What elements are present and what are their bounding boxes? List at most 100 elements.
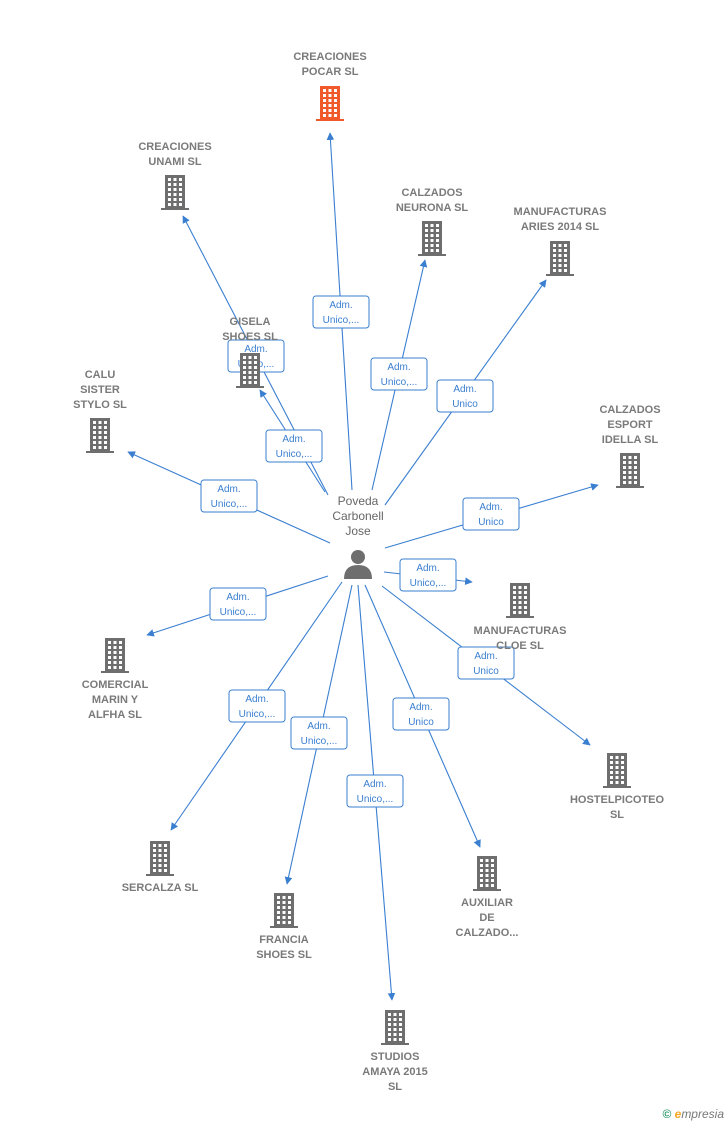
company-node-manufacturas-cloe[interactable]: MANUFACTURAS CLOE SL bbox=[474, 583, 567, 652]
watermark: © empresia bbox=[662, 1107, 724, 1121]
company-label-line: CALZADOS bbox=[599, 404, 660, 416]
company-label-line: HOSTELPICOTEO bbox=[570, 794, 665, 806]
edge-label-box bbox=[290, 716, 348, 750]
building-icon bbox=[146, 841, 174, 876]
building-icon bbox=[616, 453, 644, 488]
building-icon bbox=[418, 221, 446, 256]
edge-label-calzados-neurona[interactable]: Adm. Unico,... bbox=[370, 357, 428, 391]
building-icon bbox=[506, 583, 534, 618]
person-label-line: Jose bbox=[345, 524, 371, 538]
company-label-line: MANUFACTURAS bbox=[514, 206, 607, 218]
edge-label-manufacturas-aries[interactable]: Adm. Unico bbox=[436, 379, 494, 413]
person-icon bbox=[344, 550, 372, 579]
company-node-calu-sister[interactable]: CALU SISTER STYLO SL bbox=[73, 369, 127, 453]
building-icon bbox=[546, 241, 574, 276]
edge-label-box bbox=[200, 479, 258, 513]
edge-label-calu-sister[interactable]: Adm. Unico,... bbox=[200, 479, 258, 513]
company-label-line: ESPORT bbox=[607, 419, 653, 431]
company-label-line: SERCALZA SL bbox=[122, 882, 199, 894]
company-node-sercalza[interactable]: SERCALZA SL bbox=[122, 841, 199, 894]
edge-label-line: Adm. bbox=[282, 434, 305, 445]
edge-label-line: Adm. bbox=[453, 384, 476, 395]
edge-label-line: Adm. bbox=[474, 651, 497, 662]
edge-label-studios-amaya[interactable]: Adm. Unico,... bbox=[346, 774, 404, 808]
company-label-line: STYLO SL bbox=[73, 399, 127, 411]
edge-label-sercalza[interactable]: Adm.Unico,... bbox=[228, 689, 286, 723]
edge-label-box bbox=[370, 357, 428, 391]
edge-label-line: Unico bbox=[452, 399, 478, 410]
company-label-line: AMAYA 2015 bbox=[362, 1066, 427, 1078]
company-node-auxiliar-calzado[interactable]: AUXILIARDECALZADO... bbox=[456, 856, 519, 939]
edge-label-line: Adm. bbox=[226, 592, 249, 603]
brand-initial: e bbox=[674, 1107, 682, 1121]
company-label-line: CREACIONES bbox=[293, 51, 366, 63]
company-label-line: CALZADO... bbox=[456, 927, 519, 939]
edge-label-line: Adm. bbox=[244, 344, 267, 355]
company-label-line: SISTER bbox=[80, 384, 120, 396]
company-label-line: NEURONA SL bbox=[396, 202, 469, 214]
edge-label-hostelpicoteo[interactable]: Adm. Unico bbox=[457, 646, 515, 680]
edge-label-calzados-esport[interactable]: Adm.Unico bbox=[462, 497, 520, 531]
edge-label-gisela-shoes[interactable]: Adm. Unico,... bbox=[265, 429, 323, 463]
edge-label-creaciones-pocar[interactable]: Adm.Unico,... bbox=[312, 295, 370, 329]
edge-label-line: Unico,... bbox=[357, 794, 394, 805]
copyright-symbol: © bbox=[662, 1107, 672, 1121]
edge-label-box bbox=[228, 689, 286, 723]
building-icon bbox=[236, 353, 264, 388]
company-label-line: CLOE SL bbox=[496, 640, 544, 652]
building-icon bbox=[86, 418, 114, 453]
edge-label-line: Adm. bbox=[217, 484, 240, 495]
edge-label-line: Unico bbox=[408, 717, 434, 728]
company-node-hostelpicoteo[interactable]: HOSTELPICOTEO SL bbox=[570, 753, 665, 821]
edge-label-box bbox=[346, 774, 404, 808]
company-label-line: CALU bbox=[85, 369, 116, 381]
edge-label-line: Adm. bbox=[329, 300, 352, 311]
edge-label-line: Adm. bbox=[416, 563, 439, 574]
edge-label-auxiliar-calzado[interactable]: Adm. Unico bbox=[392, 697, 450, 731]
edge-label-box bbox=[265, 429, 323, 463]
edge-label-box bbox=[392, 697, 450, 731]
edge-label-line: Adm. bbox=[363, 779, 386, 790]
company-label-line: COMERCIAL bbox=[82, 679, 149, 691]
edge-label-line: Unico,... bbox=[276, 449, 313, 460]
company-label-line: SHOES SL bbox=[256, 949, 312, 961]
company-label-line: CREACIONES bbox=[138, 141, 211, 153]
building-icon bbox=[603, 753, 631, 788]
edge-label-francia-shoes[interactable]: Adm.Unico,... bbox=[290, 716, 348, 750]
edge-label-line: Unico,... bbox=[220, 607, 257, 618]
company-label-line: SL bbox=[610, 809, 624, 821]
edge-label-comercial-marin[interactable]: Adm. Unico,... bbox=[209, 587, 267, 621]
company-label-line: UNAMI SL bbox=[148, 156, 201, 168]
edge-label-line: Adm. bbox=[245, 694, 268, 705]
edge-label-line: Adm. bbox=[409, 702, 432, 713]
edge-label-box bbox=[457, 646, 515, 680]
edge-label-line: Unico bbox=[473, 666, 499, 677]
edge-label-box bbox=[462, 497, 520, 531]
building-icon bbox=[101, 638, 129, 673]
company-node-creaciones-unami[interactable]: CREACIONES UNAMI SL bbox=[138, 141, 212, 210]
edge-label-line: Adm. bbox=[387, 362, 410, 373]
brand-name: mpresia bbox=[681, 1107, 724, 1121]
company-label-line: STUDIOS bbox=[371, 1051, 420, 1063]
edge-label-box bbox=[312, 295, 370, 329]
building-icon bbox=[270, 893, 298, 928]
edge-label-line: Unico,... bbox=[381, 377, 418, 388]
edge-label-manufacturas-cloe[interactable]: Adm.Unico,... bbox=[399, 558, 457, 592]
building-icon bbox=[381, 1010, 409, 1045]
company-label-line: MANUFACTURAS bbox=[474, 625, 567, 637]
edge-label-box bbox=[436, 379, 494, 413]
building-icon bbox=[316, 86, 344, 121]
company-label-line: AUXILIAR bbox=[461, 897, 513, 909]
edge-label-line: Unico,... bbox=[211, 499, 248, 510]
building-icon bbox=[473, 856, 501, 891]
